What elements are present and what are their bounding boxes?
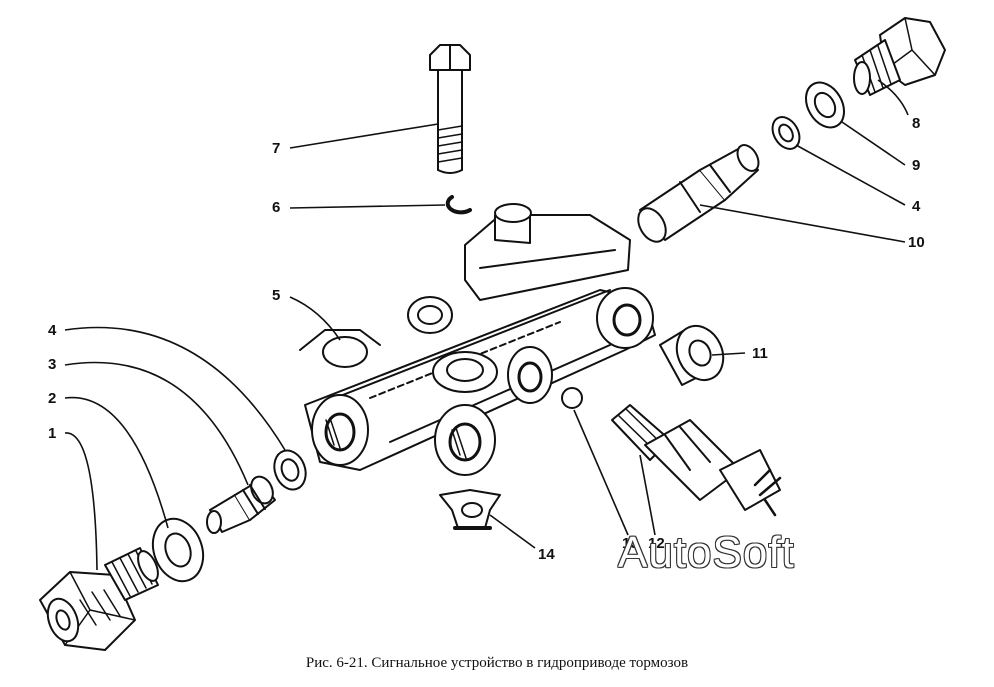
label-part-7: 7	[272, 140, 281, 157]
piston-10	[637, 144, 760, 243]
label-part-1: 1	[48, 425, 57, 442]
label-part-9: 9	[912, 157, 921, 174]
lock-washer-6	[445, 195, 472, 215]
label-part-10: 10	[908, 234, 925, 251]
label-part-4-right: 4	[912, 198, 921, 215]
switch-sensor-12	[611, 404, 782, 517]
washer-4-left	[273, 449, 307, 491]
clip-14	[439, 489, 501, 530]
label-part-2: 2	[48, 390, 57, 407]
label-part-6: 6	[272, 199, 281, 216]
piston-3	[206, 475, 276, 534]
plug-11	[659, 324, 725, 386]
ball-13	[561, 387, 583, 409]
housing-body	[299, 203, 656, 476]
label-part-4-left: 4	[48, 322, 57, 339]
label-part-5: 5	[272, 287, 281, 304]
label-part-3: 3	[48, 356, 57, 373]
figure-caption: Рис. 6-21. Сигнальное устройство в гидро…	[305, 655, 689, 671]
label-part-14: 14	[538, 546, 555, 563]
washer-9	[805, 81, 845, 129]
label-part-11: 11	[752, 345, 768, 362]
label-part-8: 8	[912, 115, 921, 132]
label-part-13: 13	[622, 535, 639, 552]
bolt-7	[429, 44, 471, 174]
leader-lines	[64, 79, 909, 571]
washer-4-right	[771, 116, 801, 150]
fitting-1	[39, 547, 159, 651]
fitting-8	[853, 17, 946, 96]
label-part-12: 12	[648, 535, 665, 552]
washer-2	[151, 517, 205, 583]
watermark: AutoSoft	[618, 528, 795, 577]
